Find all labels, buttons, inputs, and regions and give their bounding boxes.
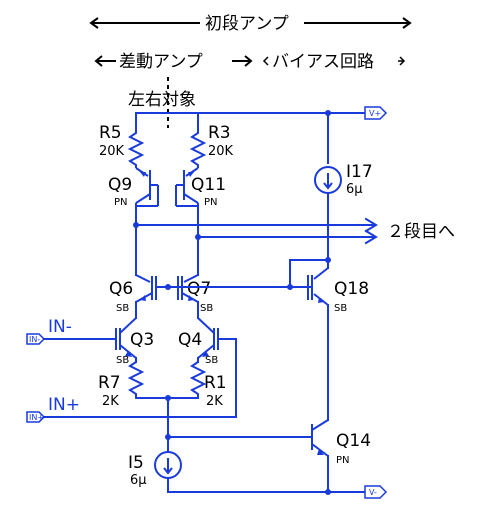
vplus-rail bbox=[135, 110, 366, 164]
vminus-port[interactable]: V- bbox=[364, 485, 388, 499]
q4-transistor bbox=[197, 317, 219, 359]
diff-amp-label: 差動アンプ bbox=[119, 52, 203, 72]
r7-resistor bbox=[127, 361, 145, 398]
q7-name: Q7 bbox=[187, 279, 211, 299]
r3-value: 20K bbox=[208, 144, 234, 159]
vminus-rail bbox=[167, 489, 366, 495]
i17-value: 6μ bbox=[346, 182, 363, 197]
r5-resistor bbox=[127, 130, 145, 168]
r5-value: 20K bbox=[99, 144, 125, 159]
q9-transistor bbox=[135, 167, 159, 207]
q4-model: SB bbox=[205, 355, 218, 366]
q6-model: SB bbox=[116, 303, 129, 314]
bias-circuit-label: バイアス回路 bbox=[272, 52, 374, 72]
q18-model: SB bbox=[334, 303, 347, 314]
svg-text:V-: V- bbox=[369, 488, 377, 497]
first-stage-arrow bbox=[89, 17, 412, 29]
q14-name: Q14 bbox=[336, 431, 371, 451]
q11-model: PN bbox=[204, 197, 218, 208]
vplus-port[interactable]: V+ bbox=[364, 106, 388, 120]
svg-text:IN+: IN+ bbox=[29, 413, 44, 422]
q6-transistor bbox=[135, 274, 157, 303]
q11-transistor bbox=[175, 167, 199, 207]
q3-name: Q3 bbox=[130, 330, 154, 350]
q14-transistor bbox=[311, 419, 329, 493]
q3-model: SB bbox=[116, 355, 129, 366]
q14-model: PN bbox=[336, 455, 350, 466]
output-wires bbox=[133, 217, 378, 245]
in-plus-label: IN+ bbox=[48, 395, 80, 415]
r1-name: R1 bbox=[204, 373, 227, 393]
i5-value: 6μ bbox=[130, 473, 147, 488]
in-minus-port[interactable]: IN- bbox=[26, 333, 46, 345]
tail-node-wires bbox=[135, 395, 313, 453]
bias-circuit-arrows bbox=[262, 56, 406, 66]
in-minus-label: IN- bbox=[48, 317, 72, 337]
r5-name: R5 bbox=[99, 123, 122, 143]
i17-source bbox=[314, 166, 342, 261]
q6-name: Q6 bbox=[109, 279, 133, 299]
in-plus-wire bbox=[43, 338, 237, 418]
r7-value: 2K bbox=[102, 394, 119, 409]
q9-name: Q9 bbox=[108, 175, 132, 195]
in-plus-port[interactable]: IN+ bbox=[26, 411, 46, 423]
q4-name: Q4 bbox=[178, 330, 202, 350]
q18-name: Q18 bbox=[334, 279, 369, 299]
i5-name: I5 bbox=[128, 453, 144, 473]
symmetric-label: 左右対象 bbox=[128, 90, 196, 110]
r1-value: 2K bbox=[206, 394, 223, 409]
output-label: ２段目へ bbox=[387, 222, 455, 242]
r3-resistor bbox=[189, 130, 207, 168]
first-stage-label: 初段アンプ bbox=[205, 14, 289, 34]
q18-transistor bbox=[307, 259, 329, 421]
q7-model: SB bbox=[200, 303, 213, 314]
q9-model: PN bbox=[114, 197, 128, 208]
i17-name: I17 bbox=[346, 162, 373, 182]
q11-name: Q11 bbox=[191, 175, 226, 195]
diff-amp-arrows bbox=[94, 55, 253, 67]
svg-text:IN-: IN- bbox=[29, 335, 40, 344]
q3-transistor bbox=[115, 317, 137, 359]
svg-text:V+: V+ bbox=[369, 109, 381, 118]
r3-name: R3 bbox=[208, 123, 231, 143]
i5-source bbox=[154, 451, 182, 493]
base-bias-wire bbox=[155, 257, 331, 290]
r7-name: R7 bbox=[98, 373, 121, 393]
r1-resistor bbox=[189, 361, 207, 398]
